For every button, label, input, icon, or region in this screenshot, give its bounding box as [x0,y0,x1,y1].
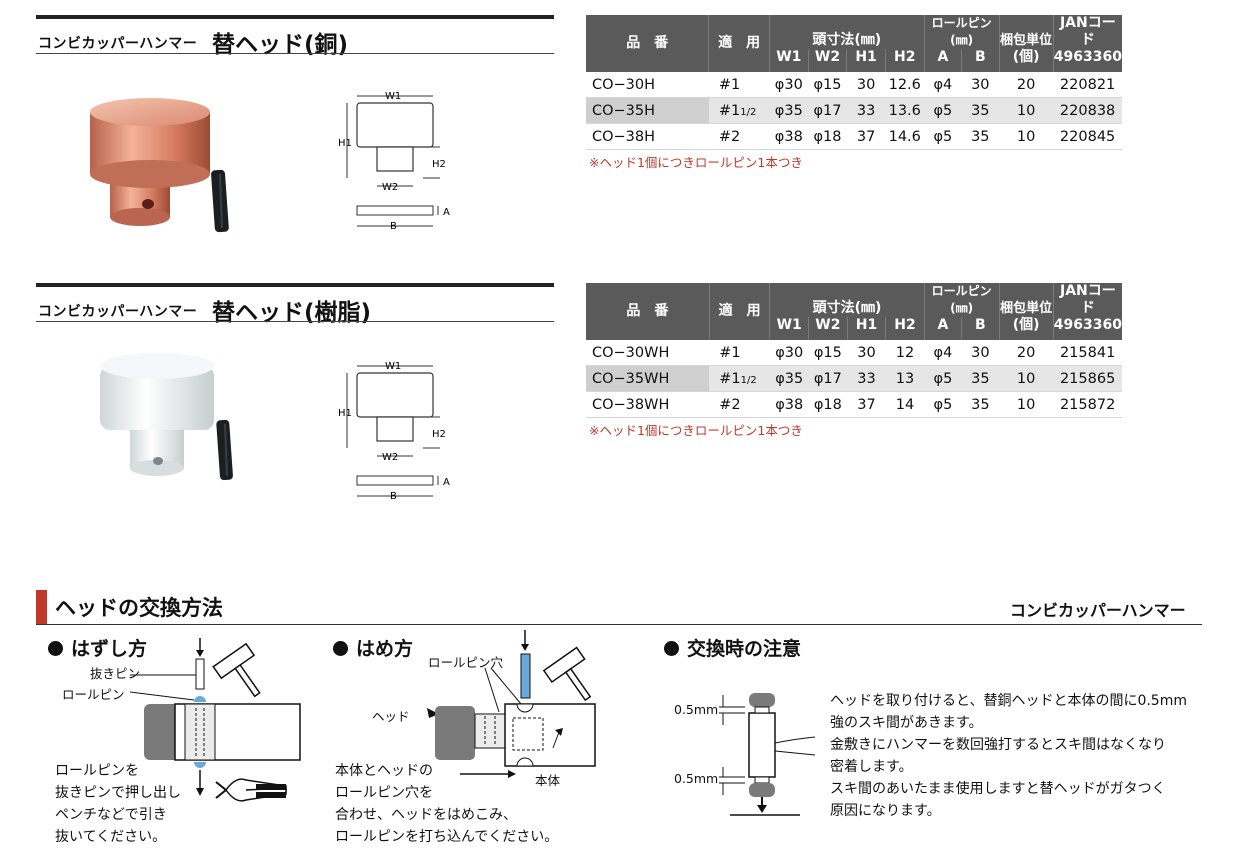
remove-diagram [130,638,301,802]
col-roll-pin: ロールピン(㎜) [923,283,1000,317]
col-a: A [923,49,962,72]
col-a: A [923,317,962,340]
col-part-no: 品 番 [586,15,709,72]
howto-title: ヘッドの交換方法 [55,596,223,620]
resin-section-title: コンビカッパーハンマー 替ヘッド(樹脂) [36,283,554,326]
gap-top-label: 0.5mm [674,702,719,717]
col-jan: JANコード [1052,283,1122,317]
col-jan-prefix: 4963360 [1052,317,1122,340]
copper-section-title: コンビカッパーハンマー 替ヘッド(銅) [36,15,554,58]
fit-instructions: 本体とヘッドの ロールピン穴を 合わせ、ヘッドをはめこみ、 ロールピンを打ち込ん… [335,763,559,845]
howto-brand: コンビカッパーハンマー [1010,601,1186,620]
copper-spec-table: 品 番 適 用 頭寸法(㎜) ロールピン(㎜) 梱包単位 JANコード W1 W… [586,15,1122,150]
col-w2: W2 [808,317,848,340]
divider [36,321,554,322]
dim-h1-label: H1 [338,138,352,149]
label-punch: 抜きピン [90,666,141,681]
howto-accent-bar [36,590,47,624]
col-head-dim: 頭寸法(㎜) [769,283,925,317]
title-bar [36,15,554,19]
fit-heading: はめ方 [333,634,413,661]
col-b: B [961,317,1000,340]
dim-h2-label: H2 [432,159,446,170]
col-part-no: 品 番 [586,283,710,340]
dim-h2-label: H2 [432,429,446,440]
col-pack-unit: (個) [998,49,1054,72]
table-row: CO−38H #2 φ38 φ18 37 14.6 φ5 35 10 22084… [586,123,1122,150]
col-jan: JANコード [1052,15,1122,49]
dim-b-label: B [390,221,397,232]
col-h1: H1 [846,49,886,72]
copper-note: ※ヘッド1個につきロールピン1本つき [589,155,803,170]
label-rollpin-hole: ロールピン穴 [428,655,504,670]
table-row: CO−35WH #11/2 φ35 φ17 33 13 φ5 35 10 215… [586,365,1122,392]
bullet-icon [48,641,63,656]
fit-diagram [427,630,596,778]
col-pack: 梱包単位 [998,283,1054,317]
label-rollpin: ロールピン [62,687,125,702]
col-h1: H1 [846,317,886,340]
table-row: CO−35H #11/2 φ35 φ17 33 13.6 φ5 35 10 22… [586,97,1122,124]
dim-w2-label: W2 [382,182,398,193]
brand-label: コンビカッパーハンマー [38,304,198,320]
dim-b-label: B [390,491,397,502]
resin-dimension-diagram: W1 H1 H2 W2 A B [338,361,450,502]
label-head: ヘッド [372,709,410,724]
col-w1: W1 [768,49,809,72]
col-pack: 梱包単位 [998,15,1054,49]
col-pack-unit: (個) [998,317,1054,340]
caution-text: ヘッドを取り付けると、替銅ヘッドと本体の間に0.5mm 強のスキ間があきます。 … [830,693,1187,819]
dim-a-label: A [443,477,450,488]
bullet-icon [333,641,348,656]
col-h2: H2 [885,317,925,340]
col-b: B [961,49,999,72]
caution-heading: 交換時の注意 [664,634,801,661]
bullet-icon [664,641,679,656]
divider [36,53,554,54]
brand-label: コンビカッパーハンマー [38,36,198,52]
col-use: 適 用 [708,283,770,340]
gap-bottom-label: 0.5mm [674,771,719,786]
col-w1: W1 [769,317,809,340]
col-roll-pin: ロールピン(㎜) [923,15,999,49]
dim-w1-label: W1 [385,361,401,372]
table-row: CO−38WH #2 φ38 φ18 37 14 φ5 35 10 215872 [586,391,1122,418]
label-body: 本体 [535,773,561,788]
dim-w2-label: W2 [382,452,398,463]
title-bar [36,283,554,287]
col-use: 適 用 [708,15,770,72]
remove-instructions: ロールピンを 抜きピンで押し出し ペンチなどで引き 抜いてください。 [55,763,181,845]
remove-heading: はずし方 [48,634,147,661]
dim-w1-label: W1 [385,91,401,102]
dim-a-label: A [443,207,450,218]
copper-head-image [90,98,229,233]
resin-note: ※ヘッド1個につきロールピン1本つき [589,423,803,438]
table-row: CO−30H #1 φ30 φ15 30 12.6 φ4 30 20 22082… [586,72,1122,98]
dim-h1-label: H1 [338,408,352,419]
col-w2: W2 [807,49,847,72]
table-row: CO−30WH #1 φ30 φ15 30 12 φ4 30 20 215841 [586,340,1122,366]
caution-diagram [719,693,815,816]
resin-spec-table: 品 番 適 用 頭寸法(㎜) ロールピン(㎜) 梱包単位 JANコード W1 W… [586,283,1122,418]
copper-dimension-diagram: W1 H1 H2 W2 A B [338,91,450,232]
col-jan-prefix: 4963360 [1052,49,1122,72]
col-h2: H2 [884,49,925,72]
resin-head-image [100,353,233,481]
howto-divider [36,624,1202,625]
col-head-dim: 頭寸法(㎜) [768,15,925,49]
